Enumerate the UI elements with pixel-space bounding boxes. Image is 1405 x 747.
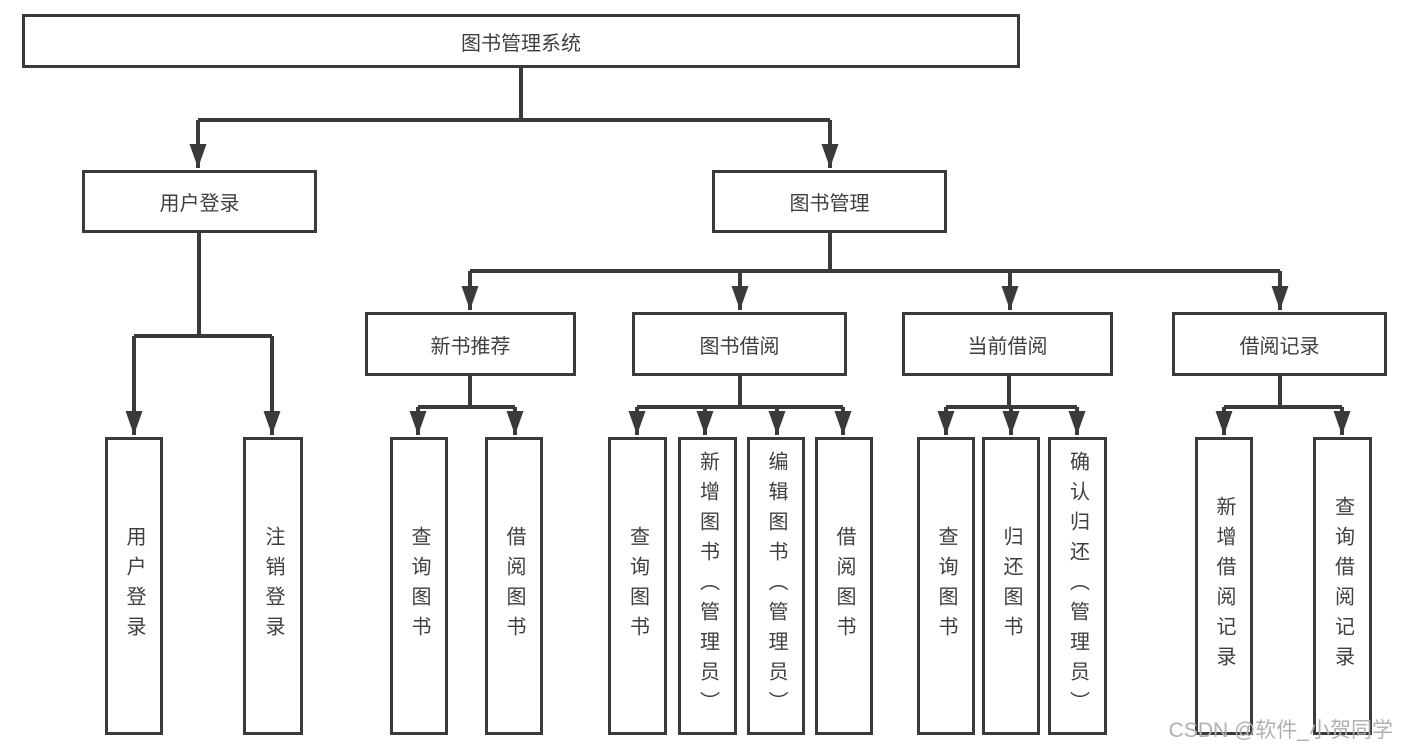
node-root-system: 图书管理系统 [22,14,1020,68]
leaf-recommend-query-books: 查询图书 [390,437,448,735]
leaf-edit-book-admin: 编辑图书（管理员） [747,437,805,735]
leaf-user-login: 用户登录 [105,437,163,735]
leaf-borrow-books: 借阅图书 [815,437,873,735]
node-book-borrow: 图书借阅 [632,312,847,376]
node-book-management: 图书管理 [712,170,947,233]
leaf-borrow-query-books: 查询图书 [608,437,667,735]
watermark-text: CSDN @软件_小贺同学 [1168,719,1393,742]
leaf-add-borrow-record: 新增借阅记录 [1195,437,1253,735]
leaf-add-book-admin: 新增图书（管理员） [678,437,737,735]
leaf-return-books: 归还图书 [982,437,1040,735]
node-new-book-recommend: 新书推荐 [365,312,576,376]
leaf-current-query-books: 查询图书 [917,437,975,735]
node-current-borrow: 当前借阅 [902,312,1113,376]
node-borrow-records: 借阅记录 [1172,312,1387,376]
connectors [125,66,1351,435]
leaf-confirm-return-admin: 确认归还（管理员） [1048,437,1107,735]
leaf-logout: 注销登录 [243,437,303,735]
leaf-query-borrow-record: 查询借阅记录 [1313,437,1372,735]
leaf-recommend-borrow-books: 借阅图书 [485,437,543,735]
node-user-login: 用户登录 [82,170,317,233]
